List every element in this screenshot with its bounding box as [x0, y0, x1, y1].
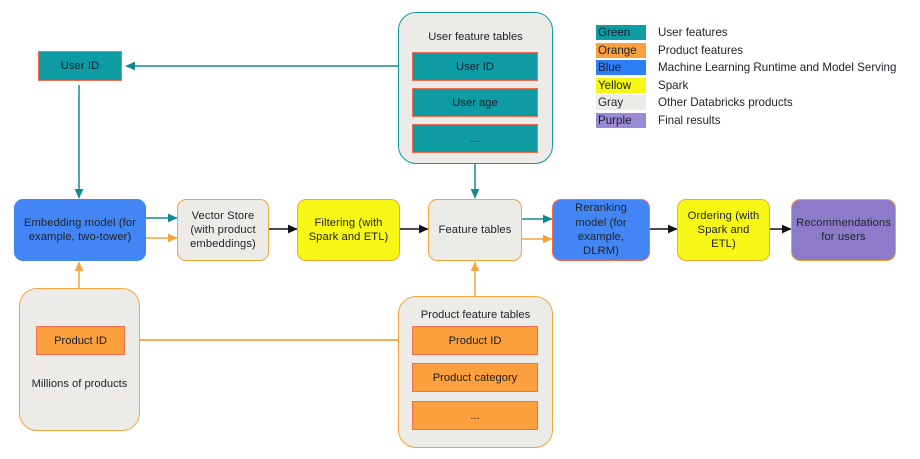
chip-user-age-label: User age: [452, 96, 498, 109]
legend-label-purple: Final results: [658, 113, 721, 127]
node-product-id-label: Product ID: [54, 334, 107, 347]
chip-user-id-label: User ID: [456, 60, 494, 73]
node-ordering: Ordering (with Spark and ETL): [677, 199, 770, 261]
node-filtering-label: Filtering (with Spark and ETL): [308, 216, 389, 243]
node-reranking-model-label: Reranking model (for example, DLRM): [575, 202, 627, 258]
node-user-id: User ID: [38, 51, 122, 81]
group-product-feature-tables-title: Product feature tables: [420, 309, 531, 321]
node-recommendations: Recommendations for users: [791, 199, 896, 261]
legend-label-yellow: Spark: [658, 78, 689, 92]
legend-label-green: User features: [658, 26, 728, 40]
legend-swatch-orange: Orange: [596, 42, 646, 58]
group-millions-of-products-caption: Millions of products: [31, 378, 128, 390]
chip-product-more: ...: [412, 401, 538, 430]
legend-swatch-blue: Blue: [596, 60, 646, 76]
chip-product-category: Product category: [412, 363, 538, 392]
legend: Green User features Orange Product featu…: [596, 24, 916, 129]
legend-row: Gray Other Databricks products: [596, 94, 916, 112]
node-filtering: Filtering (with Spark and ETL): [297, 199, 400, 261]
group-user-feature-tables-title: User feature tables: [428, 31, 523, 43]
legend-swatch-yellow: Yellow: [596, 77, 646, 93]
node-feature-tables: Feature tables: [428, 199, 522, 261]
node-recommendations-label: Recommendations for users: [796, 216, 891, 243]
node-embedding-model: Embedding model (for example, two-tower): [14, 199, 146, 261]
node-feature-tables-label: Feature tables: [438, 223, 512, 236]
chip-user-id: User ID: [412, 52, 538, 81]
node-vector-store: Vector Store (with product embeddings): [177, 199, 269, 261]
legend-row: Orange Product features: [596, 42, 916, 60]
chip-product-id: Product ID: [412, 326, 538, 355]
legend-swatch-gray: Gray: [596, 95, 646, 111]
node-vector-store-label: Vector Store (with product embeddings): [190, 209, 256, 251]
node-product-id: Product ID: [36, 326, 125, 355]
legend-row: Green User features: [596, 24, 916, 42]
legend-label-gray: Other Databricks products: [658, 96, 793, 110]
legend-swatch-green: Green: [596, 25, 646, 41]
chip-product-id-label: Product ID: [448, 334, 502, 347]
chip-product-more-label: ...: [470, 409, 480, 422]
legend-label-orange: Product features: [658, 43, 744, 57]
node-user-id-label: User ID: [60, 59, 100, 72]
legend-label-blue: Machine Learning Runtime and Model Servi…: [658, 61, 897, 75]
chip-user-more-label: ...: [470, 132, 480, 145]
node-embedding-model-label: Embedding model (for example, two-tower): [23, 216, 137, 243]
legend-row: Purple Final results: [596, 112, 916, 130]
legend-row: Yellow Spark: [596, 77, 916, 95]
group-millions-of-products: [19, 288, 140, 431]
chip-product-category-label: Product category: [432, 371, 518, 384]
legend-row: Blue Machine Learning Runtime and Model …: [596, 59, 916, 77]
node-reranking-model: Reranking model (for example, DLRM): [552, 199, 650, 261]
chip-user-age: User age: [412, 88, 538, 117]
legend-swatch-purple: Purple: [596, 112, 646, 128]
node-ordering-label: Ordering (with Spark and ETL): [687, 209, 760, 251]
chip-user-more: ...: [412, 124, 538, 153]
